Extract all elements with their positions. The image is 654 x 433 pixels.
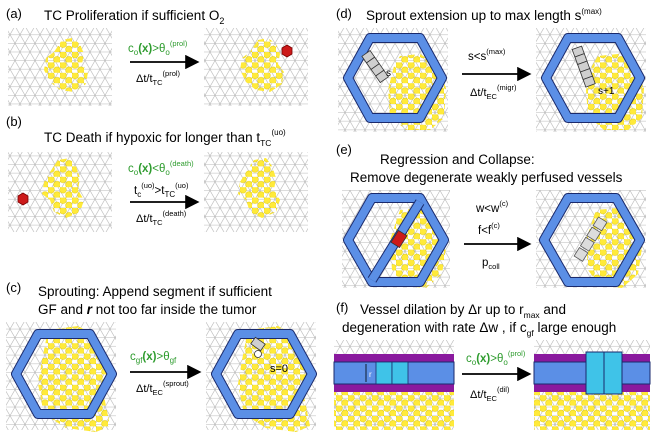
panel-f-letter: (f)	[336, 300, 348, 315]
panel-f-rate: Δt/tEC(dil)	[470, 385, 510, 403]
panel-f-condition: co(x)>θo(prol)	[466, 349, 526, 367]
panel-e-grid-before	[342, 190, 450, 288]
panel-f-arrow: co(x)>θo(prol) Δt/tEC(dil)	[462, 349, 532, 403]
panel-f-title-line2: degeneration with rate Δw , if cgf large…	[342, 320, 616, 338]
vessel-wall-bottom	[334, 384, 454, 392]
panel-e-letter: (e)	[336, 142, 352, 157]
panel-b-title: TC Death if hypoxic for longer than tTC(…	[44, 128, 286, 148]
panel-f-grid-after	[533, 340, 651, 430]
panel-e: (e) Regression and Collapse: Remove dege…	[336, 142, 646, 288]
panel-a-condition: co(x)>θo(prol)	[128, 39, 188, 57]
panel-c-grid-after: s=0	[206, 322, 317, 432]
panel-f: (f) Vessel dilation by Δr up to rmax and…	[333, 300, 651, 430]
panel-b: (b) TC Death if hypoxic for longer than …	[6, 114, 308, 232]
panel-f-r-label: r	[369, 370, 372, 379]
panel-c-grid-before	[6, 322, 117, 432]
collapsed-segments	[573, 216, 608, 262]
panel-a-grid-after	[204, 28, 308, 106]
sprout-segment	[250, 336, 266, 352]
panel-a-arrow: co(x)>θo(prol) Δt/tTC(prol)	[128, 39, 200, 87]
panel-d-grid-after: s+1	[536, 28, 646, 132]
panel-b-grid-before	[8, 152, 112, 232]
hypoxic-tumor-cell	[17, 192, 29, 206]
sprout-tip	[254, 350, 262, 358]
panel-c-s0-label: s=0	[270, 363, 288, 375]
panel-b-rate: Δt/tTC(death)	[136, 209, 187, 227]
panel-a: (a) TC Proliferation if sufficient O2 co…	[6, 6, 308, 106]
panel-a-letter: (a)	[6, 6, 22, 21]
panel-e-arrow: w<w(c) f<f(c) pcoll	[464, 199, 532, 271]
panel-d-condition: s<s(max)	[468, 47, 506, 63]
panel-b-letter: (b)	[6, 114, 22, 129]
panel-c-arrow: cgf(x)>θgf Δt/tEC(sprout)	[130, 351, 202, 397]
panel-a-rate: Δt/tTC(prol)	[136, 69, 181, 87]
new-tumor-cell	[281, 44, 293, 58]
panel-d-arrow: s<s(max) Δt/tEC(migr)	[462, 47, 532, 101]
vessel-wall-top	[334, 354, 454, 362]
panel-b-arrow: co(x)<θo(death) tc(uo)>tTC(uo) Δt/tTC(de…	[128, 159, 200, 227]
panel-e-condition-1: w<w(c)	[475, 199, 509, 215]
panel-d-s-label: s	[386, 68, 391, 79]
panel-c-letter: (c)	[6, 280, 21, 295]
panel-c-rate: Δt/tEC(sprout)	[136, 379, 189, 397]
panel-b-condition-2: tc(uo)>tTC(uo)	[134, 181, 189, 199]
panel-d-letter: (d)	[336, 6, 352, 21]
panel-e-title-line2: Remove degenerate weakly perfused vessel…	[350, 170, 623, 185]
panel-c-condition: cgf(x)>θgf	[130, 351, 177, 365]
panel-e-title-line1: Regression and Collapse:	[380, 152, 535, 167]
panel-a-title: TC Proliferation if sufficient O2	[44, 8, 224, 26]
panel-e-rate: pcoll	[482, 257, 500, 271]
vessel-loop	[12, 330, 116, 418]
panel-d: (d) Sprout extension up to max length s(…	[336, 6, 646, 132]
panel-a-grid-before	[8, 28, 112, 106]
panel-b-grid-after	[204, 152, 308, 232]
panel-d-grid-before: s	[338, 28, 448, 132]
panel-c: (c) Sprouting: Append segment if suffici…	[6, 280, 317, 432]
panel-d-s1-label: s+1	[598, 86, 615, 97]
panel-f-grid-before: r	[333, 340, 455, 430]
panel-c-title-line1: Sprouting: Append segment if sufficient	[38, 284, 272, 299]
tumor-cluster	[44, 38, 88, 92]
panel-d-rate: Δt/tEC(migr)	[470, 83, 517, 101]
panel-c-title-line2: GF and r not too far inside the tumor	[38, 302, 257, 317]
panel-b-condition: co(x)<θo(death)	[128, 159, 194, 177]
panel-d-title: Sprout extension up to max length s(max)	[366, 7, 602, 23]
panel-e-condition-2: f<f(c)	[478, 221, 500, 237]
panel-f-title-line1: Vessel dilation by Δr up to rmax and	[360, 302, 566, 320]
panel-e-grid-after	[536, 190, 646, 288]
degenerate-segment	[390, 229, 408, 249]
